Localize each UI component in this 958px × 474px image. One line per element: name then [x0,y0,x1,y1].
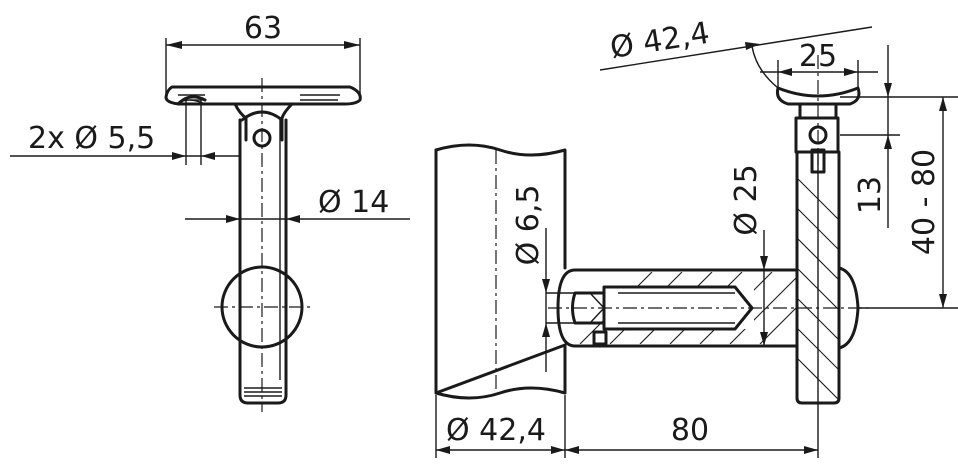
dim-offset-13: 13 [853,176,888,214]
dim-tube-diameter: Ø 14 [318,185,389,220]
dim-height-range: 40 - 80 [907,149,942,255]
dim-length-80: 80 [671,413,709,448]
front-view: 63 2x Ø 5,5 Ø 14 [10,11,410,412]
dim-pin-diameter: Ø 25 [729,164,764,235]
post-outline [434,143,567,400]
dim-screw-diameter: Ø 6,5 [511,185,546,266]
hinge-block [794,116,840,154]
hinge-lug [233,102,294,142]
dim-post-diameter: Ø 42,4 [446,413,546,448]
dim-saddle-diameter: Ø 42,4 [608,16,712,66]
grub-screw-lower [592,330,608,346]
dim-saddle-width: 25 [799,39,837,74]
vertical-tube [238,118,288,405]
dim-width-63: 63 [244,11,282,46]
side-view: Ø 42,4 25 13 40 - 80 Ø 25 Ø 6,5 [434,16,958,458]
dim-holes: 2x Ø 5,5 [28,121,155,156]
